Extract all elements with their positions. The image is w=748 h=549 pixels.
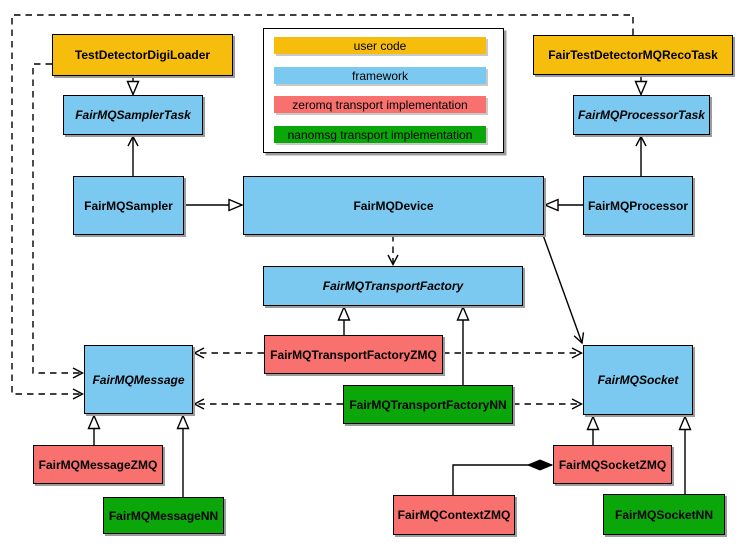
node-label: FairMQSocket bbox=[597, 373, 679, 387]
node-label: FairMQSampler bbox=[84, 198, 173, 213]
legend: user code framework zeromq transport imp… bbox=[263, 28, 504, 153]
node-label: TestDetectorDigiLoader bbox=[74, 48, 211, 62]
node-label: FairTestDetectorMQRecoTask bbox=[548, 48, 718, 62]
node-label: FairMQTransportFactoryNN bbox=[349, 397, 507, 412]
node-fairmqmessage: FairMQMessage bbox=[84, 345, 193, 414]
legend-item-nanomsg: nanomsg transport implementation bbox=[274, 126, 486, 143]
node-label: FairMQMessageZMQ bbox=[38, 457, 158, 472]
node-fairmqtransportfactory: FairMQTransportFactory bbox=[263, 266, 523, 306]
node-fairmqsampler: FairMQSampler bbox=[73, 176, 184, 235]
node-fairmqtransportfactoryzmq: FairMQTransportFactoryZMQ bbox=[264, 335, 443, 374]
node-label: FairMQMessageNN bbox=[108, 508, 219, 523]
node-label: FairMQTransportFactoryZMQ bbox=[270, 347, 437, 362]
node-fairmqprocessortask: FairMQProcessorTask bbox=[573, 95, 710, 135]
node-fairmqcontextzmq: FairMQContextZMQ bbox=[393, 495, 515, 535]
node-fairmqsamplertask: FairMQSamplerTask bbox=[63, 95, 203, 135]
node-fairmqsocketnn: FairMQSocketNN bbox=[603, 494, 725, 535]
node-fairmqtransportfactorynn: FairMQTransportFactoryNN bbox=[343, 385, 513, 424]
node-label: FairMQContextZMQ bbox=[397, 508, 511, 522]
node-fairmqdevice: FairMQDevice bbox=[243, 176, 544, 235]
node-label: FairMQMessage bbox=[92, 372, 185, 387]
node-fairmqsocket: FairMQSocket bbox=[583, 345, 693, 415]
node-fairmqsocketzmq: FairMQSocketZMQ bbox=[553, 445, 672, 484]
node-label: FairMQSamplerTask bbox=[75, 108, 191, 122]
node-fairmqmessagezmq: FairMQMessageZMQ bbox=[33, 445, 163, 484]
legend-item-zeromq: zeromq transport implementation bbox=[274, 96, 486, 113]
node-label: FairMQDevice bbox=[353, 198, 434, 213]
edge-recotask-depends-message bbox=[11, 14, 634, 400]
node-label: FairMQTransportFactory bbox=[322, 279, 464, 293]
node-fairmqprocessor: FairMQProcessor bbox=[583, 176, 693, 235]
edge-device-uses-socket bbox=[542, 234, 585, 345]
edge-contextzmq-composed-socketzmq bbox=[452, 465, 552, 495]
node-label: FairMQProcessorTask bbox=[578, 108, 705, 122]
node-label: FairMQProcessor bbox=[587, 198, 689, 213]
node-fairmqmessagenn: FairMQMessageNN bbox=[103, 497, 224, 534]
node-fairtestdetectormqrecotask: FairTestDetectorMQRecoTask bbox=[533, 35, 733, 75]
legend-item-user-code: user code bbox=[274, 37, 486, 54]
legend-item-framework: framework bbox=[274, 67, 486, 84]
node-testdetectordigiloader: TestDetectorDigiLoader bbox=[52, 34, 233, 76]
node-label: FairMQSocketNN bbox=[614, 507, 714, 522]
node-label: FairMQSocketZMQ bbox=[558, 457, 667, 472]
edge-digiloader-depends-message bbox=[32, 63, 85, 379]
